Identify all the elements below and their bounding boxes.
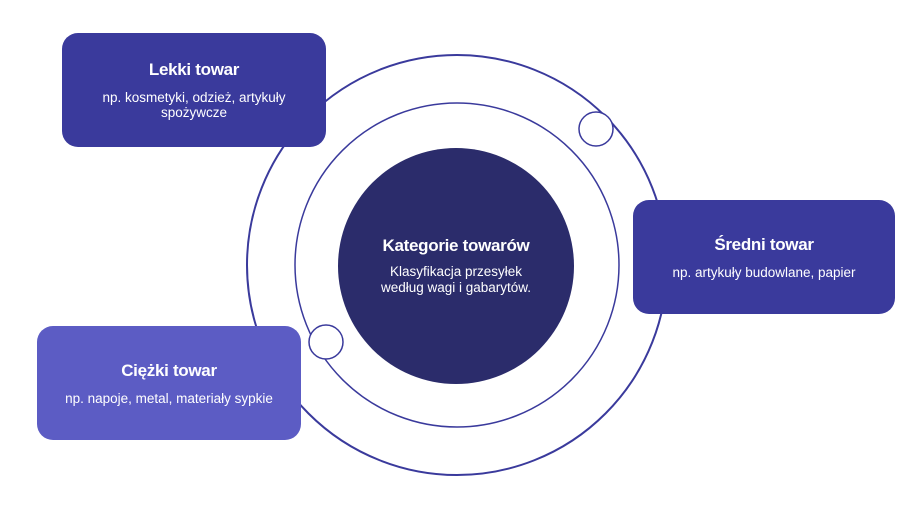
center-title: Kategorie towarów (382, 236, 530, 255)
orbit-node-left (308, 324, 344, 360)
category-title: Lekki towar (148, 60, 240, 79)
center-circle: Kategorie towarów Klasyfikacja przesyłek… (338, 148, 574, 384)
category-card-heavy: Ciężki towar np. napoje, metal, materiał… (37, 326, 301, 440)
orbit-node-top (578, 111, 614, 147)
category-description: np. napoje, metal, materiały sypkie (65, 390, 273, 406)
category-title: Ciężki towar (121, 360, 217, 380)
category-card-light: Lekki towar np. kosmetyki, odzież, artyk… (62, 33, 326, 147)
category-description: np. kosmetyki, odzież, artykuły spożywcz… (102, 90, 286, 120)
category-title: Średni towar (714, 234, 814, 254)
inner-ring (294, 102, 620, 428)
center-description: Klasyfikacja przesyłek według wagi i gab… (380, 264, 532, 295)
category-description: np. artykuły budowlane, papier (672, 264, 856, 280)
category-card-medium: Średni towar np. artykuły budowlane, pap… (633, 200, 895, 314)
